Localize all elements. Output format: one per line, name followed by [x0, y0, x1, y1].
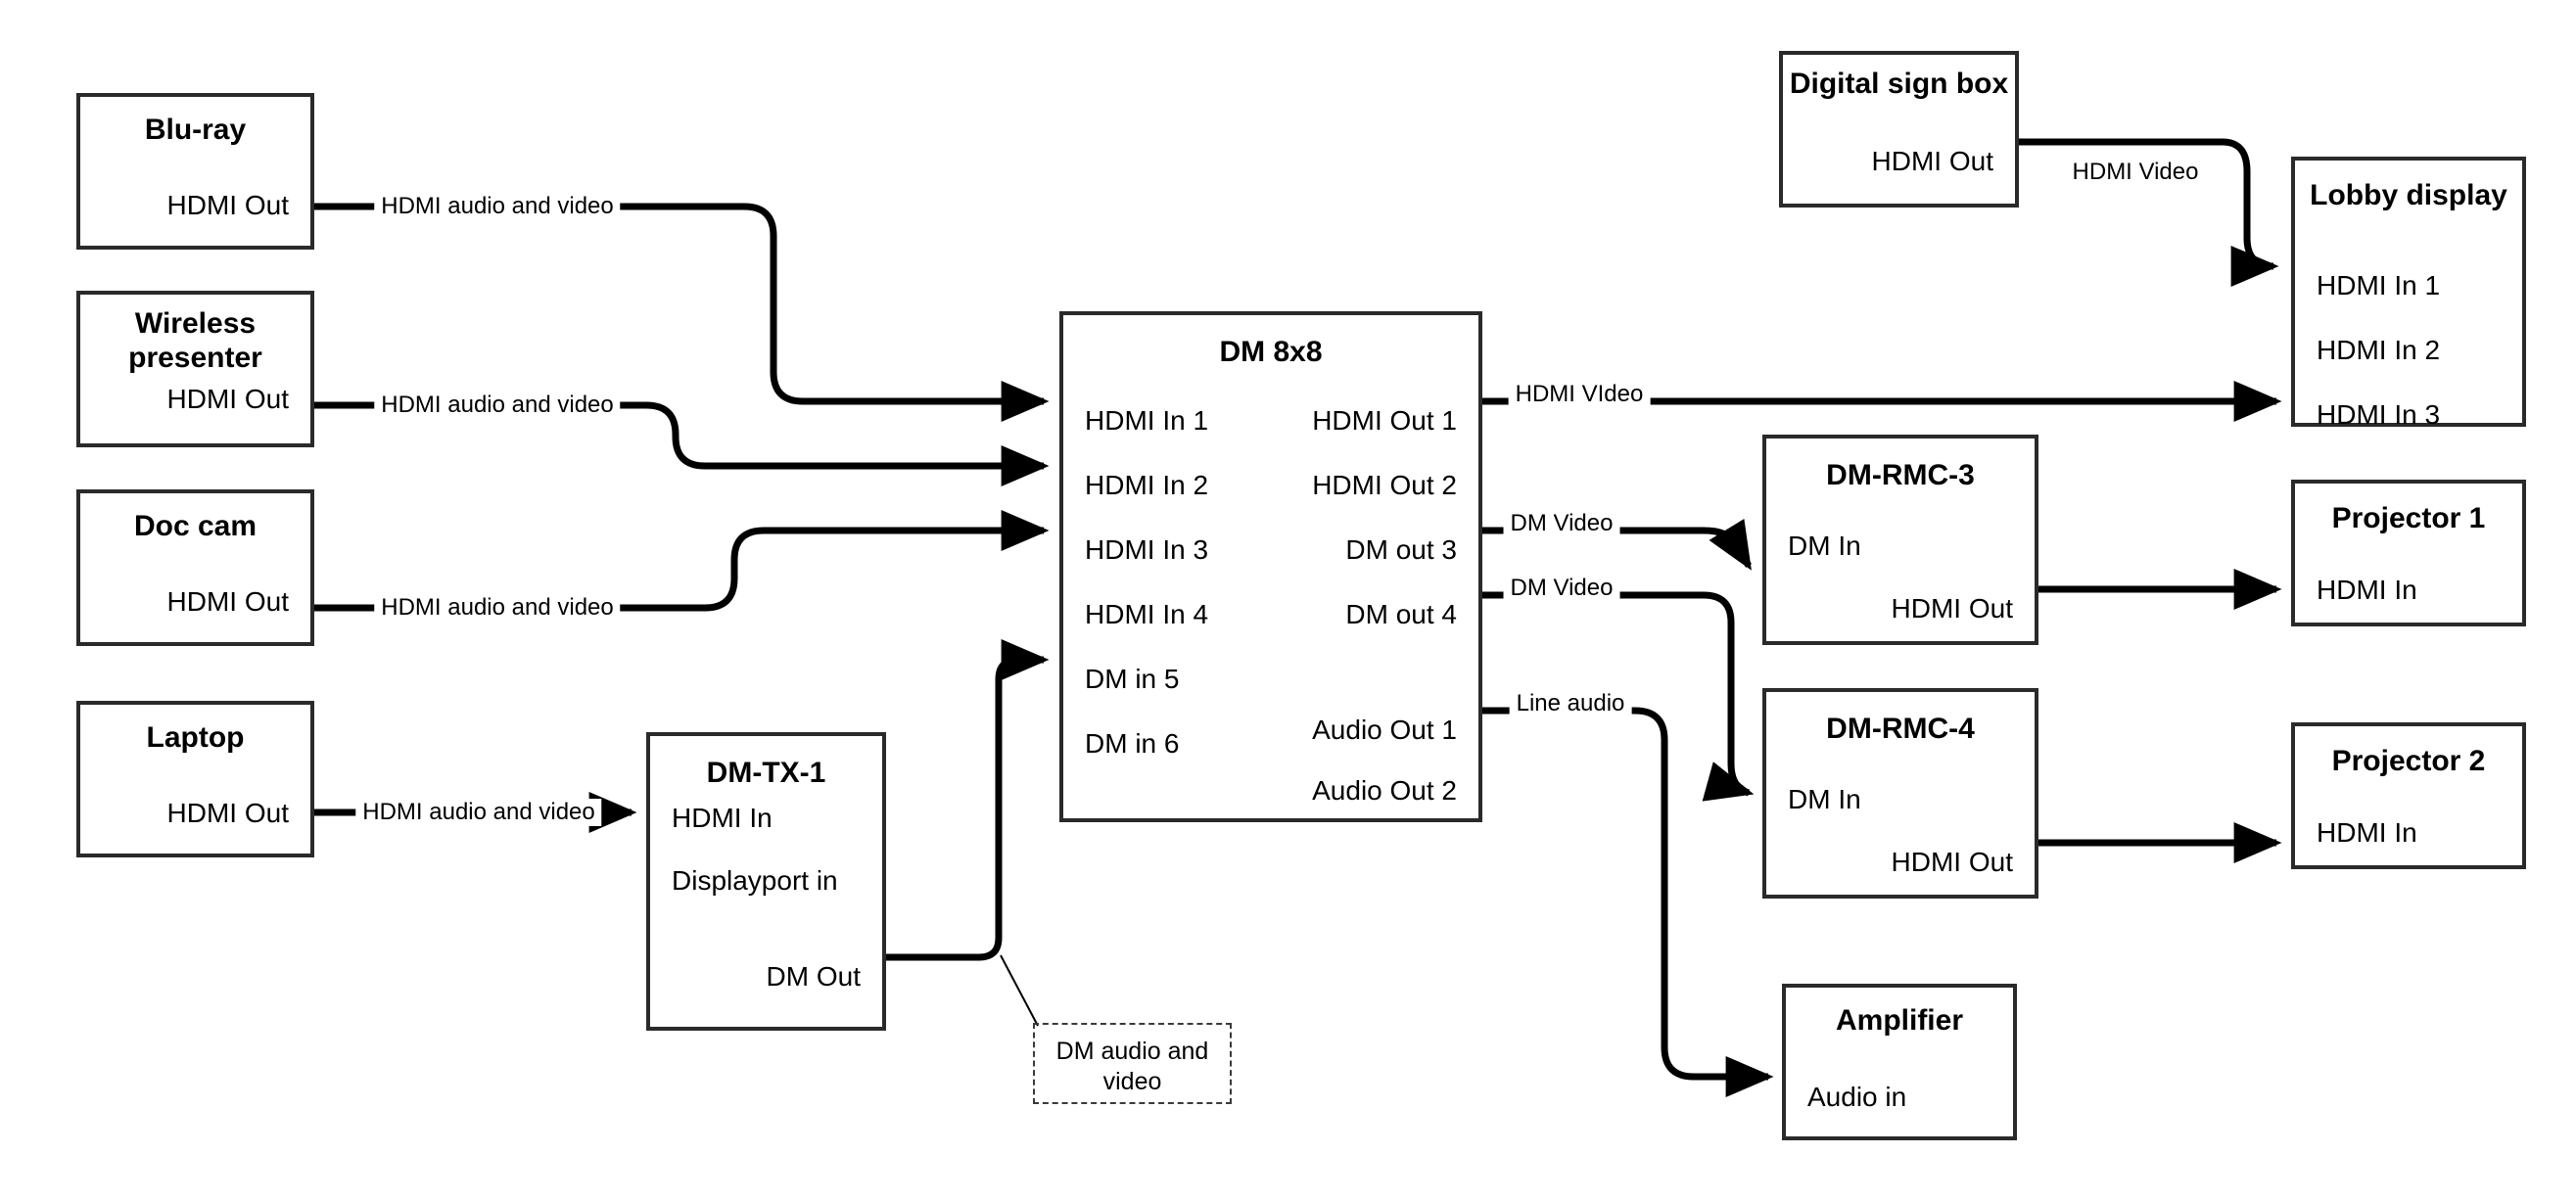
port-label-amplifier-0[interactable]: Audio in	[1807, 1082, 1907, 1112]
device-title-lobby-display: Lobby display	[2310, 179, 2507, 211]
port-label-lobby-display-2[interactable]: HDMI In 3	[2317, 399, 2441, 430]
port-label-laptop-0[interactable]: HDMI Out	[166, 798, 289, 828]
port-label-lobby-display-0[interactable]: HDMI In 1	[2317, 270, 2441, 300]
port-label-dm-tx-1-1[interactable]: Displayport in	[672, 865, 838, 896]
wire-label-digitalsign-to-lobby-hdmi-in-1: HDMI Video	[2065, 159, 2206, 186]
port-label-dm-8x8-4[interactable]: DM in 5	[1085, 664, 1180, 694]
device-title-dm-8x8: DM 8x8	[1219, 336, 1323, 368]
port-label-dm-8x8-10[interactable]: Audio Out 1	[1312, 715, 1457, 745]
port-label-dm-rmc-3-0[interactable]: DM In	[1788, 531, 1861, 561]
port-label-dm-8x8-11[interactable]: Audio Out 2	[1312, 775, 1457, 806]
device-title-projector-2: Projector 2	[2331, 745, 2486, 777]
device-title-wireless-presenter: Wireless presenter	[128, 307, 262, 375]
port-label-projector-1-0[interactable]: HDMI In	[2317, 575, 2417, 605]
device-title-laptop: Laptop	[146, 721, 245, 754]
port-label-dm-rmc-4-0[interactable]: DM In	[1788, 784, 1861, 814]
port-label-doc-cam-0[interactable]: HDMI Out	[166, 586, 289, 617]
wire-label-dm8x8-hdmiout1-to-lobby-hdmi-in-3: HDMI VIdeo	[1508, 381, 1651, 408]
port-label-dm-8x8-0[interactable]: HDMI In 1	[1085, 405, 1209, 436]
device-box-projector-1[interactable]: Projector 1 HDMI In	[2291, 480, 2526, 626]
wire-label-laptop-to-dmtx1-hdmi-in: HDMI audio and video	[355, 799, 602, 826]
port-label-dm-8x8-3[interactable]: HDMI In 4	[1085, 599, 1209, 629]
device-box-dm-rmc-3[interactable]: DM-RMC-3 DM In HDMI Out	[1762, 435, 2038, 645]
annotation-box-dm-audio-and-video-callout: DM audio and video	[1033, 1023, 1232, 1104]
port-label-dm-8x8-2[interactable]: HDMI In 3	[1085, 534, 1209, 565]
port-label-dm-rmc-3-1[interactable]: HDMI Out	[1891, 593, 2013, 624]
port-label-dm-tx-1-0[interactable]: HDMI In	[672, 803, 773, 833]
port-label-dm-8x8-8[interactable]: DM out 3	[1345, 534, 1457, 565]
wire-label-dm8x8-dmout3-to-dmrmc3: DM Video	[1503, 510, 1620, 537]
device-title-doc-cam: Doc cam	[133, 510, 258, 542]
annotation-text-dm-audio-and-video-callout: DM audio and video	[1055, 1038, 1209, 1096]
port-label-digital-sign-box-0[interactable]: HDMI Out	[1871, 146, 1993, 176]
port-label-blu-ray-0[interactable]: HDMI Out	[166, 190, 289, 220]
port-label-dm-8x8-5[interactable]: DM in 6	[1085, 728, 1180, 759]
device-title-digital-sign-box: Digital sign box	[1789, 68, 2009, 100]
wire-path-bluray	[314, 203, 1050, 422]
device-title-projector-1: Projector 1	[2331, 502, 2486, 534]
wire-label-dm8x8-audioout1-to-amplifier: Line audio	[1509, 690, 1632, 717]
wire-label-bluray-to-dm8x8-hdmi-in-1: HDMI audio and video	[374, 193, 621, 220]
device-title-dm-rmc-3: DM-RMC-3	[1826, 459, 1975, 491]
device-title-dm-rmc-4: DM-RMC-4	[1826, 713, 1975, 745]
device-title-blu-ray: Blu-ray	[144, 114, 247, 146]
device-title-amplifier: Amplifier	[1835, 1004, 1964, 1037]
port-label-projector-2-0[interactable]: HDMI In	[2317, 817, 2417, 848]
port-label-dm-rmc-4-1[interactable]: HDMI Out	[1891, 847, 2013, 877]
port-label-dm-tx-1-2[interactable]: DM Out	[766, 961, 861, 992]
wire-path-dmtx1	[886, 639, 1050, 961]
wire-label-wireless-to-dm8x8-hdmi-in-2: HDMI audio and video	[374, 392, 621, 419]
port-label-dm-8x8-1[interactable]: HDMI In 2	[1085, 470, 1209, 500]
port-label-dm-8x8-9[interactable]: DM out 4	[1345, 599, 1457, 629]
port-label-dm-8x8-7[interactable]: HDMI Out 2	[1312, 470, 1457, 500]
port-label-lobby-display-1[interactable]: HDMI In 2	[2317, 335, 2441, 365]
wire-path-callout	[1000, 954, 1039, 1027]
port-label-wireless-presenter-0[interactable]: HDMI Out	[166, 384, 289, 414]
device-box-projector-2[interactable]: Projector 2 HDMI In	[2291, 722, 2526, 869]
port-label-dm-8x8-6[interactable]: HDMI Out 1	[1312, 405, 1457, 436]
device-box-dm-rmc-4[interactable]: DM-RMC-4 DM In HDMI Out	[1762, 688, 2038, 899]
wire-label-dm8x8-dmout4-to-dmrmc4: DM Video	[1503, 575, 1620, 602]
wire-label-doccam-to-dm8x8-hdmi-in-3: HDMI audio and video	[374, 594, 621, 622]
wire-path-audioout1	[1482, 707, 1774, 1097]
device-title-dm-tx-1: DM-TX-1	[706, 757, 826, 789]
